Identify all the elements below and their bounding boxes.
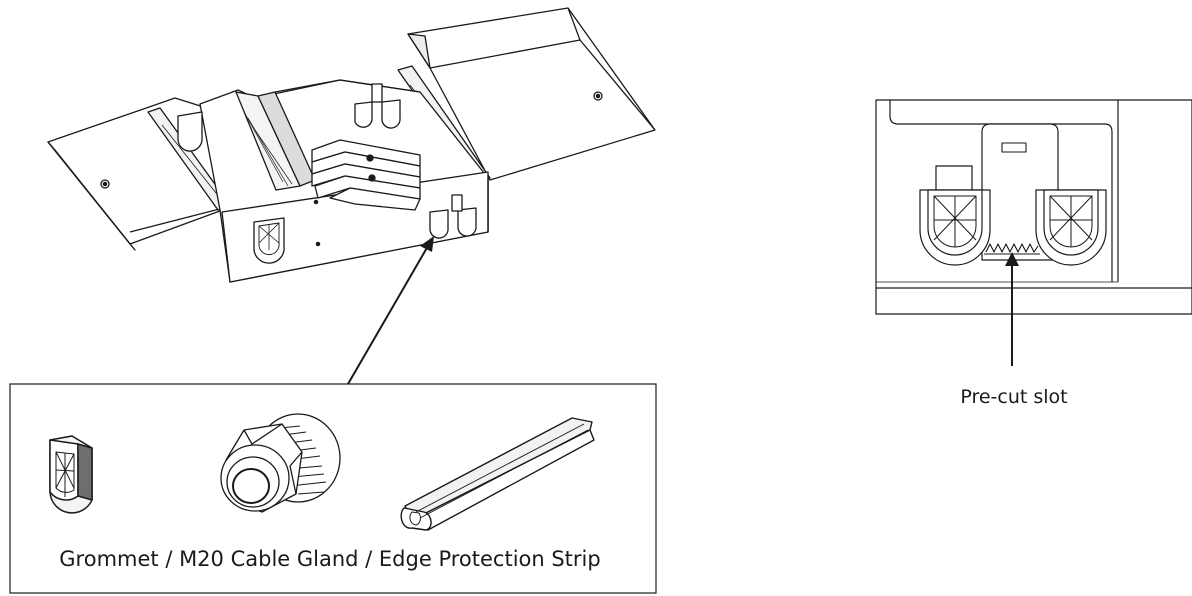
cable-gland-icon	[220, 413, 341, 513]
pre-cut-slot-label: Pre-cut slot	[960, 386, 1067, 408]
edge-protection-strip-icon	[400, 417, 595, 531]
pointer-arrow-enclosure	[347, 236, 434, 385]
enclosure-illustration	[47, 7, 656, 283]
detail-view	[875, 99, 1192, 315]
detail-grommet-left	[919, 189, 991, 266]
splice-tray-stack	[311, 139, 421, 211]
accessories-box	[9, 383, 657, 594]
pointer-arrow-slot	[1005, 252, 1019, 366]
accessories-caption: Grommet / M20 Cable Gland / Edge Protect…	[59, 547, 600, 571]
body-grommets	[177, 99, 477, 264]
detail-grommet-right	[1035, 189, 1107, 266]
grommet-icon	[49, 435, 93, 514]
pre-cut-slot-teeth	[985, 243, 1039, 253]
